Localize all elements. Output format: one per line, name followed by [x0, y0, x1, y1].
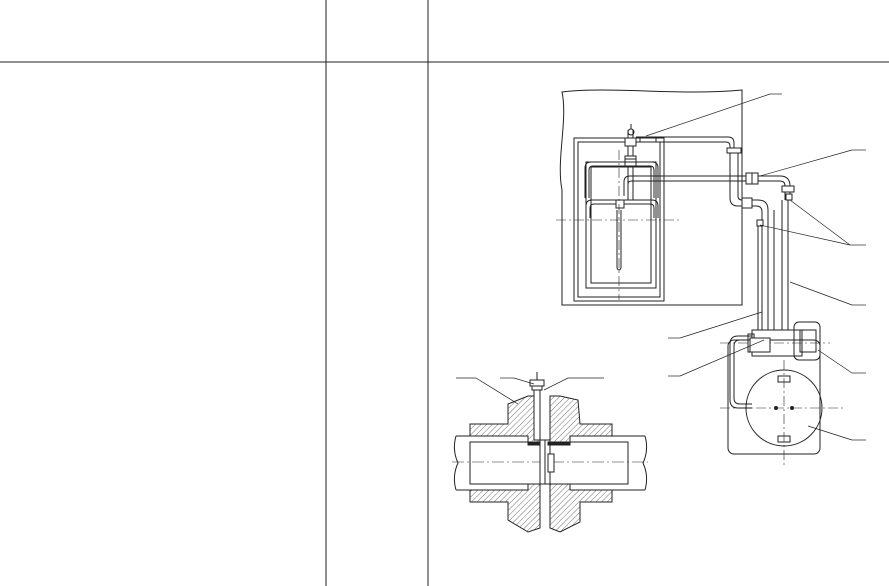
left-pipe-wall	[456, 435, 529, 491]
flange-suction	[741, 197, 753, 209]
right-flange-section	[549, 395, 613, 443]
pump-flange-block	[749, 337, 771, 353]
pump-base	[727, 339, 821, 455]
right-pipe-break	[642, 435, 648, 491]
return-line-loop	[584, 161, 659, 198]
valve-upper	[624, 137, 637, 147]
nut-washer	[531, 385, 543, 391]
return-line-loop-inner	[588, 165, 655, 198]
leader-7	[679, 311, 763, 339]
right-pipe-wall	[569, 435, 645, 491]
seal-dark-band-left	[527, 441, 541, 446]
leader-3b	[759, 224, 851, 246]
valve-middle	[624, 155, 637, 167]
section-leader-3	[543, 377, 569, 391]
flange-section-drawing	[452, 372, 648, 533]
coil-fitting	[615, 199, 625, 209]
leader-2	[759, 149, 853, 177]
section-leader-1	[475, 377, 519, 405]
motor-body	[793, 321, 821, 361]
bypass-line-inner	[729, 335, 752, 409]
leader-5	[817, 349, 853, 374]
left-pipe-break	[453, 435, 459, 491]
leader-3a	[789, 199, 851, 246]
clip-detail	[547, 453, 555, 473]
supply-line-upper-inner	[636, 141, 731, 150]
nut-top	[529, 379, 545, 387]
cabinet-frame-inner	[577, 141, 661, 298]
seal-dark-band	[547, 441, 571, 446]
enclosure-outline	[559, 89, 743, 306]
bypass-line	[733, 339, 752, 405]
cabinet-frame-outer	[573, 137, 665, 302]
flange-right	[781, 185, 795, 193]
right-flange-section-lower	[549, 483, 613, 533]
motor-end	[799, 329, 817, 353]
leader-6	[807, 425, 853, 441]
transfer-line	[623, 175, 780, 196]
tank-inner	[590, 166, 652, 284]
leader-1	[645, 93, 771, 137]
small-fitting-b	[756, 219, 764, 227]
left-flange-section-lower	[469, 483, 541, 533]
section-leader-2	[513, 377, 535, 385]
supply-line-upper	[636, 136, 735, 150]
small-fitting-a	[785, 193, 793, 201]
leader-8	[679, 339, 765, 377]
flange-upper-right	[726, 147, 742, 154]
transfer-line-inner	[627, 180, 780, 196]
left-flange-section	[469, 395, 541, 443]
leader-4	[789, 281, 853, 306]
dip-tube-end	[616, 267, 622, 271]
piping-installation-drawing	[556, 89, 866, 466]
